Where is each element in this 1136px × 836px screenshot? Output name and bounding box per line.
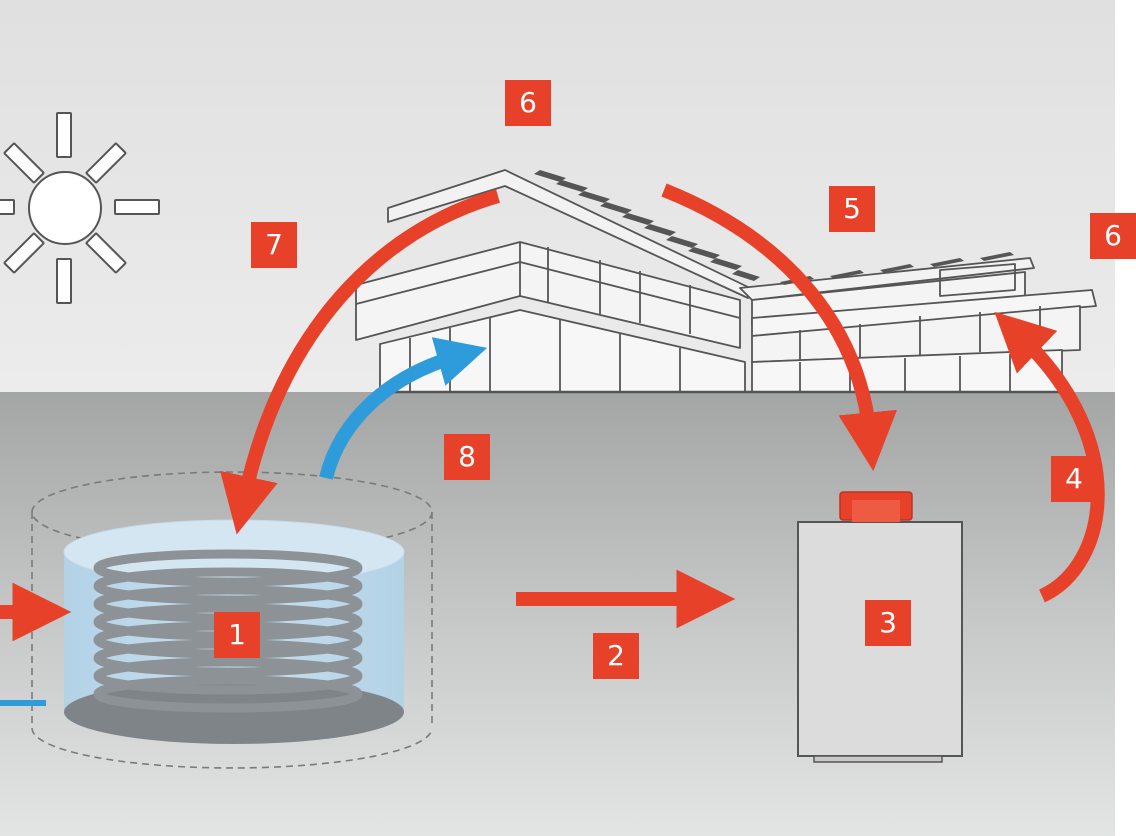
label-roof-to-pump: 5 — [829, 186, 875, 232]
arrow-cooling-to-building — [319, 337, 488, 480]
arrow-roof-to-pump — [661, 183, 898, 472]
ice-storage-tank-icon — [31, 471, 433, 769]
label-cooling-to-building: 8 — [444, 434, 490, 480]
label-heat-pump: 3 — [865, 600, 911, 646]
arrow-pump-to-building — [994, 311, 1105, 603]
label-solar-top: 6 — [505, 80, 551, 126]
solar-panel-icon — [534, 170, 760, 281]
label-flow-to-pump: 2 — [593, 633, 639, 679]
label-storage-tank: 1 — [214, 612, 260, 658]
arrow-roof-to-tank — [220, 189, 500, 535]
label-solar-right: 6 — [1090, 213, 1136, 259]
label-pump-to-building: 4 — [1051, 456, 1097, 502]
sun-icon — [0, 112, 160, 304]
label-roof-to-tank: 7 — [251, 222, 297, 268]
